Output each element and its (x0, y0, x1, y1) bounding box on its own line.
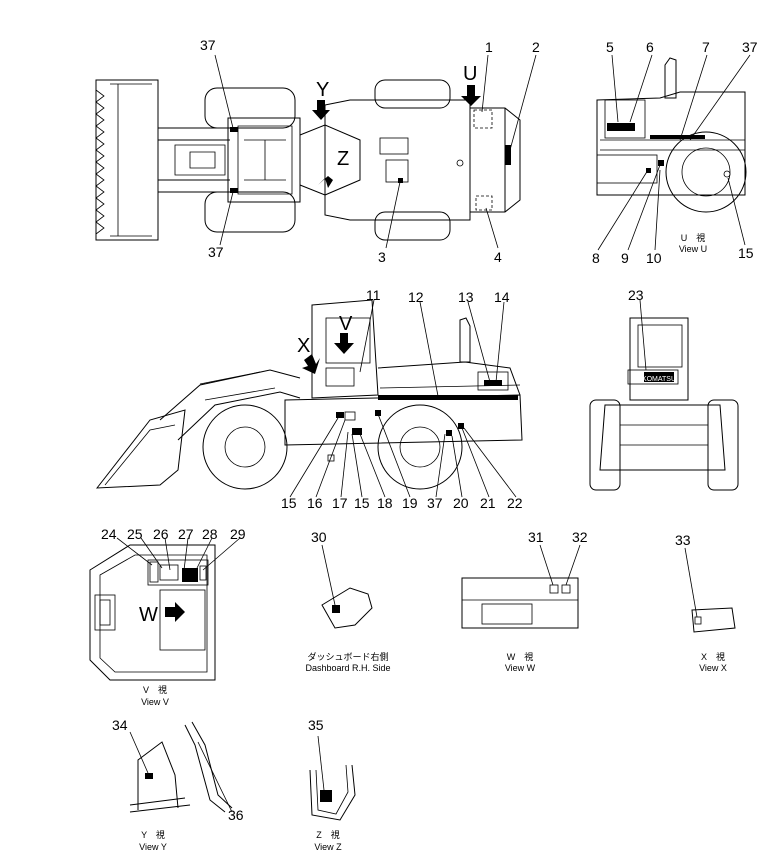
brand-plate-text: KOMATSU (642, 376, 676, 383)
dashboard-rh-side-drawing (321, 544, 373, 629)
callout-36: 36 (228, 807, 244, 823)
callout-28: 28 (202, 526, 218, 542)
callout-3: 3 (378, 249, 386, 265)
callout-22: 22 (507, 495, 523, 511)
callout-5: 5 (606, 39, 614, 55)
callout-10: 10 (646, 250, 662, 266)
callout-2: 2 (532, 39, 540, 55)
callout-29: 29 (230, 526, 246, 542)
caption-view-x-jp: X 視 (701, 651, 725, 662)
callout-1: 1 (485, 39, 493, 55)
view-letter-x: X (297, 335, 310, 357)
view-letter-u: U (463, 63, 477, 85)
callout-numbers: 37 1 2 37 3 4 5 6 7 37 8 9 10 15 11 12 1… (101, 37, 758, 823)
view-letter-w: W (139, 604, 158, 626)
callout-19: 19 (402, 495, 418, 511)
caption-view-v-jp: V 視 (143, 684, 167, 695)
callout-15-a: 15 (281, 495, 297, 511)
callout-37-view-u: 37 (742, 39, 758, 55)
callout-23: 23 (628, 287, 644, 303)
callout-37-top: 37 (200, 37, 216, 53)
caption-dashboard: Dashboard R.H. Side (305, 663, 390, 673)
callout-27: 27 (178, 526, 194, 542)
callout-20: 20 (453, 495, 469, 511)
callout-8: 8 (592, 250, 600, 266)
callout-24: 24 (101, 526, 117, 542)
callout-15-view-u: 15 (738, 245, 754, 261)
callout-25: 25 (127, 526, 143, 542)
callout-7: 7 (702, 39, 710, 55)
callout-12: 12 (408, 289, 424, 305)
front-view-loader: KOMATSU (589, 299, 739, 491)
view-v-drawing: W (89, 537, 241, 681)
callout-13: 13 (458, 289, 474, 305)
view-letter-v: V (339, 313, 353, 335)
caption-view-y: View Y (139, 842, 167, 852)
view-z-drawing (309, 735, 356, 821)
callout-26: 26 (153, 526, 169, 542)
caption-view-v: View V (141, 697, 169, 707)
callout-30: 30 (311, 529, 327, 545)
callout-34: 34 (112, 717, 128, 733)
callout-35: 35 (308, 717, 324, 733)
callout-9: 9 (621, 250, 629, 266)
view-letter-y: Y (316, 79, 329, 101)
callout-21: 21 (480, 495, 496, 511)
callout-16: 16 (307, 495, 323, 511)
caption-view-w-jp: W 視 (507, 651, 534, 662)
callout-6: 6 (646, 39, 654, 55)
caption-view-w: View W (505, 663, 536, 673)
callout-4: 4 (494, 249, 502, 265)
view-w-drawing (461, 544, 581, 629)
caption-view-x: View X (699, 663, 727, 673)
view-u-drawing (596, 54, 751, 251)
callout-32: 32 (572, 529, 588, 545)
view-x-drawing (684, 547, 736, 633)
top-view-loader: Y Z U (95, 54, 537, 249)
caption-view-u: View U (679, 244, 707, 254)
callout-15-b: 15 (354, 495, 370, 511)
view-y-drawing (129, 721, 233, 813)
view-captions: U 視 View U ダッシュボード右側 Dashboard R.H. Side… (139, 232, 727, 852)
caption-dashboard-jp: ダッシュボード右側 (307, 651, 388, 662)
caption-view-u-jp: U 視 (681, 232, 706, 243)
caption-view-z: View Z (314, 842, 342, 852)
caption-view-y-jp: Y 視 (141, 829, 165, 840)
caption-view-z-jp: Z 視 (316, 829, 340, 840)
callout-37-bottom: 37 (208, 244, 224, 260)
view-letter-z: Z (337, 148, 349, 170)
callout-14: 14 (494, 289, 510, 305)
callout-37-side: 37 (427, 495, 443, 511)
callout-18: 18 (377, 495, 393, 511)
callout-31: 31 (528, 529, 544, 545)
callout-17: 17 (332, 495, 348, 511)
side-view-loader: V X (95, 299, 523, 498)
callout-11: 11 (366, 287, 381, 303)
callout-33: 33 (675, 532, 691, 548)
